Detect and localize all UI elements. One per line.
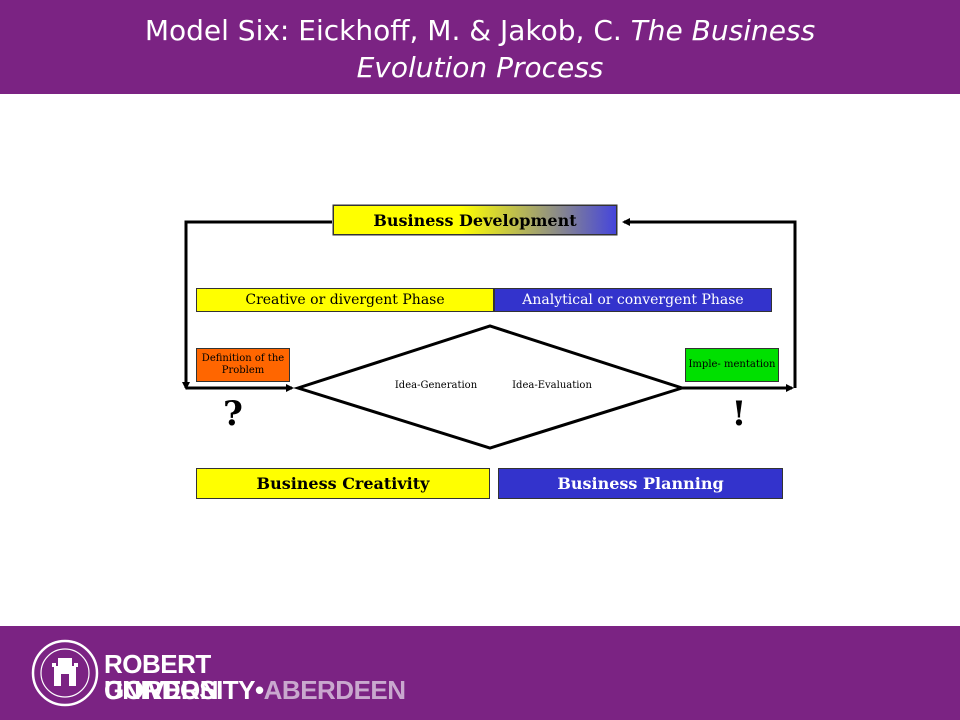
process-diamond [293,324,687,450]
idea-generation-label: Idea-Generation [394,380,478,391]
university-logo: ROBERT GORDON UNIVERSITY•ABERDEEN [0,626,406,720]
creative-phase-box: Creative or divergent Phase [196,288,494,312]
title-work-line1: The Business [630,14,816,47]
university-crest-icon [31,639,99,707]
business-development-box: Business Development [333,205,617,235]
brand-university: UNIVERSITY [104,675,256,705]
business-creativity-box: Business Creativity [196,468,490,499]
business-evolution-diagram: Business Development Creative or diverge… [0,94,960,626]
diagram-connectors [182,204,797,450]
brand-separator: • [255,675,264,705]
slide-footer: ROBERT GORDON UNIVERSITY•ABERDEEN [0,626,960,720]
analytical-phase-box: Analytical or convergent Phase [494,288,772,312]
loop-arrow-left [182,220,332,390]
business-planning-box: Business Planning [498,468,783,499]
slide-title: Model Six: Eickhoff, M. & Jakob, C. The … [20,12,940,86]
brand-line-1: ROBERT GORDON [104,649,219,705]
definition-of-problem-box: Definition of the Problem [196,348,290,382]
exclamation-mark: ! [731,394,747,434]
title-work-line2: Evolution Process [356,51,604,84]
business-development-fill [332,204,618,236]
brand-line-2: UNIVERSITY•ABERDEEN [104,677,406,703]
implementation-box: Imple- mentation [685,348,779,382]
question-mark: ? [223,394,243,434]
title-authors: Model Six: Eickhoff, M. & Jakob, C. [144,14,622,47]
slide-header: Model Six: Eickhoff, M. & Jakob, C. The … [0,0,960,94]
loop-arrow-right [622,218,797,388]
idea-evaluation-label: Idea-Evaluation [512,380,592,391]
brand-aberdeen: ABERDEEN [263,675,406,705]
